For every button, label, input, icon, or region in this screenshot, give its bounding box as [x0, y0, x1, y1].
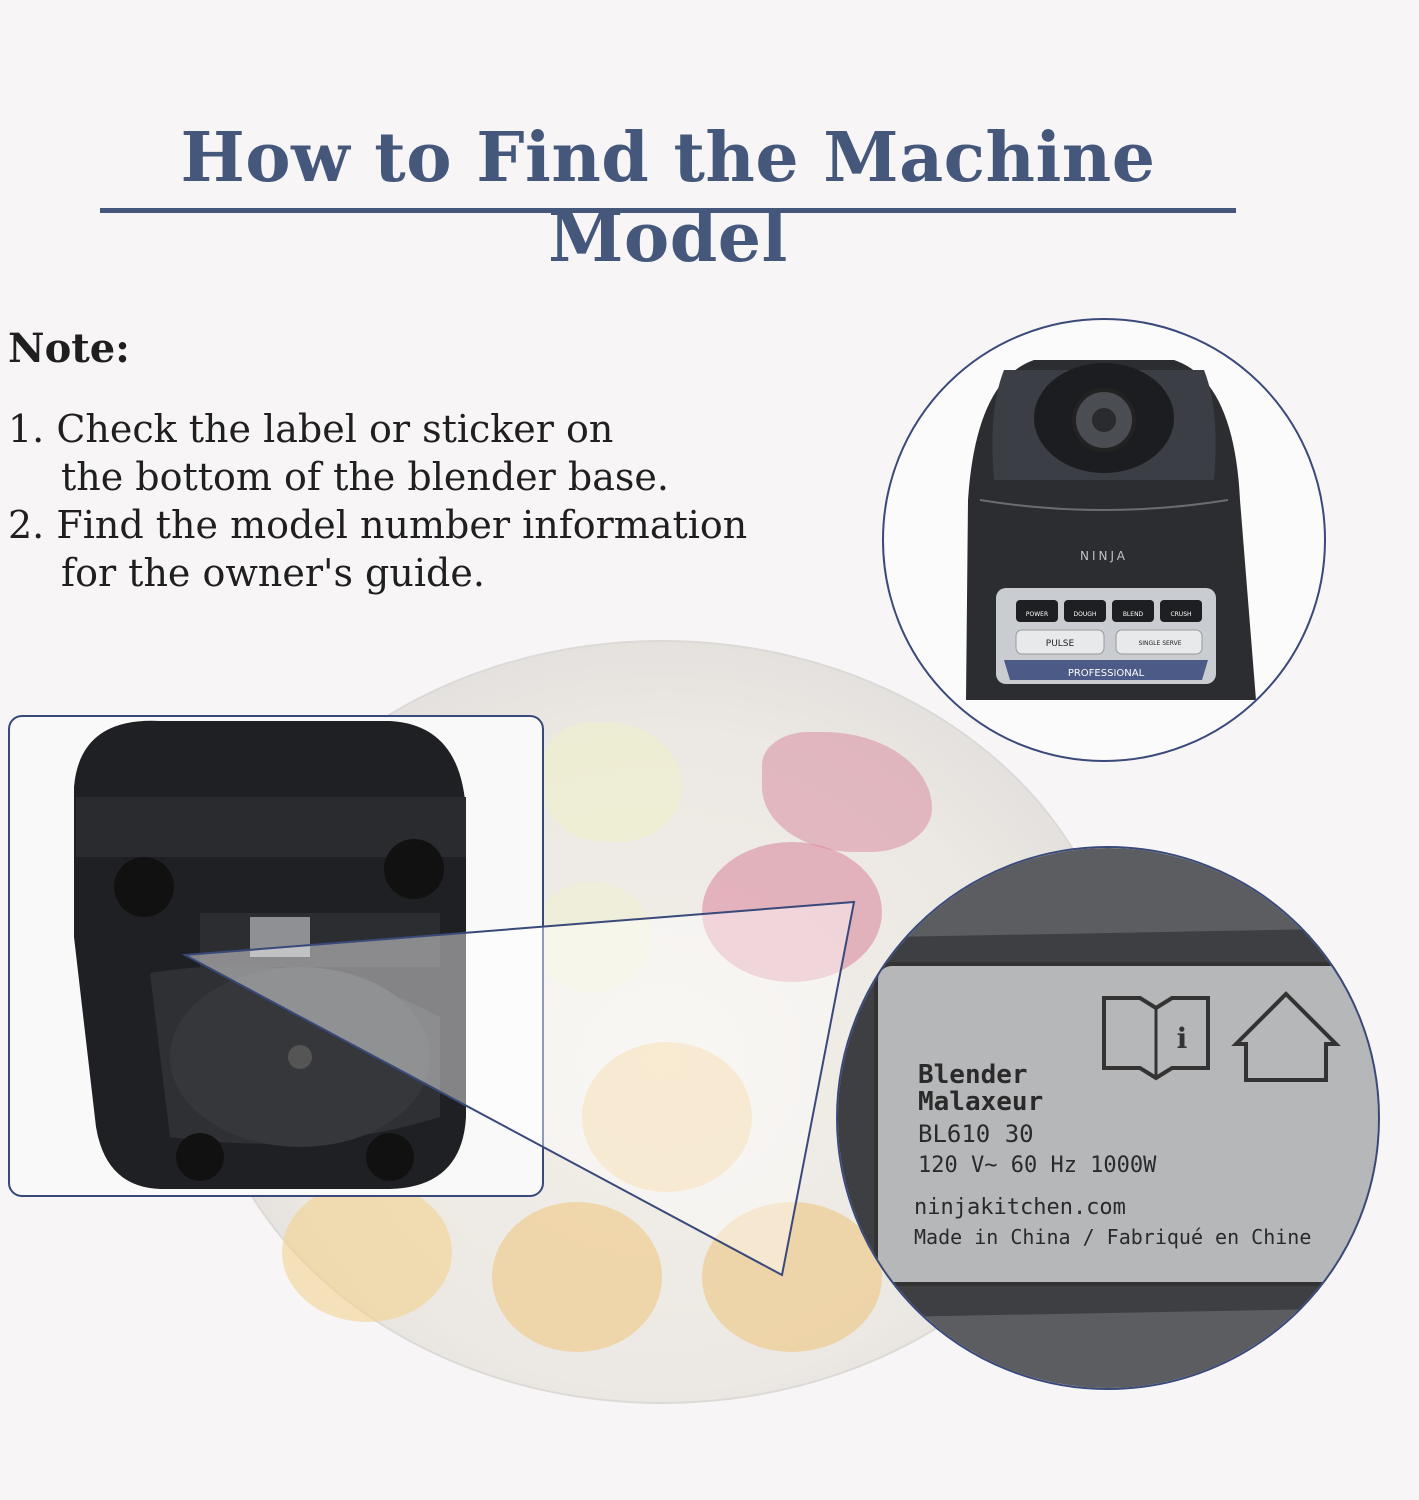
website: ninjakitchen.com	[914, 1195, 1126, 1220]
dragonfruit-slice	[702, 842, 882, 982]
origin: Made in China / Fabriqué en Chine	[914, 1225, 1311, 1249]
label-closeup-illustration: i Blender Malaxeur BL610 30 120 V~ 60 Hz…	[838, 848, 1378, 1388]
svg-text:i: i	[1177, 1022, 1188, 1055]
blend-button-label: BLEND	[1123, 611, 1144, 618]
note-heading: Note:	[8, 325, 130, 372]
label-closeup-photo: i Blender Malaxeur BL610 30 120 V~ 60 Hz…	[836, 846, 1380, 1390]
step-text: Check the label or sticker on	[56, 407, 614, 451]
pulse-label: PULSE	[1046, 639, 1075, 649]
label-name-fr: Malaxeur	[918, 1087, 1043, 1117]
step-1: 1. Check the label or sticker on	[8, 405, 747, 453]
blender-base-illustration: NINJA POWER DOUGH BLEND CRUSH PULSE SING…	[966, 360, 1256, 700]
power-button-label: POWER	[1026, 611, 1048, 618]
single-serve-label: SINGLE SERVE	[1138, 640, 1181, 647]
model-number: BL610 30	[918, 1120, 1034, 1148]
orange-slice	[492, 1202, 662, 1352]
label-name-en: Blender	[918, 1060, 1028, 1090]
dragonfruit-slice	[762, 732, 932, 852]
apple-slice	[542, 722, 682, 842]
orange-slice	[282, 1182, 452, 1322]
blender-bottom-illustration	[74, 720, 466, 1189]
control-buttons: POWER DOUGH BLEND CRUSH	[1016, 600, 1202, 622]
title-underline	[100, 208, 1236, 213]
blender-bottom-photo	[8, 715, 544, 1197]
orange-slice	[582, 1042, 752, 1192]
home-icon	[1231, 991, 1341, 1082]
crush-button-label: CRUSH	[1170, 611, 1191, 618]
step-1-continued: the bottom of the blender base.	[61, 455, 669, 499]
power-rating: 120 V~ 60 Hz 1000W	[918, 1153, 1157, 1178]
step-number: 2.	[8, 503, 45, 547]
manual-book-icon: i	[1102, 996, 1210, 1081]
dough-button-label: DOUGH	[1074, 611, 1097, 618]
step-2-continued: for the owner's guide.	[61, 551, 485, 595]
orange-slice	[702, 1202, 882, 1352]
step-number: 1.	[8, 407, 45, 451]
blender-front-photo: NINJA POWER DOUGH BLEND CRUSH PULSE SING…	[882, 318, 1326, 762]
apple-slice	[532, 882, 652, 992]
brand-logo: NINJA	[1080, 549, 1128, 563]
page-title: How to Find the Machine Model	[180, 118, 1156, 278]
series-label: PROFESSIONAL	[1068, 668, 1145, 679]
note-steps: 1. Check the label or sticker on the bot…	[8, 405, 747, 597]
step-2: 2. Find the model number information	[8, 501, 747, 549]
step-text: Find the model number information	[56, 503, 748, 547]
